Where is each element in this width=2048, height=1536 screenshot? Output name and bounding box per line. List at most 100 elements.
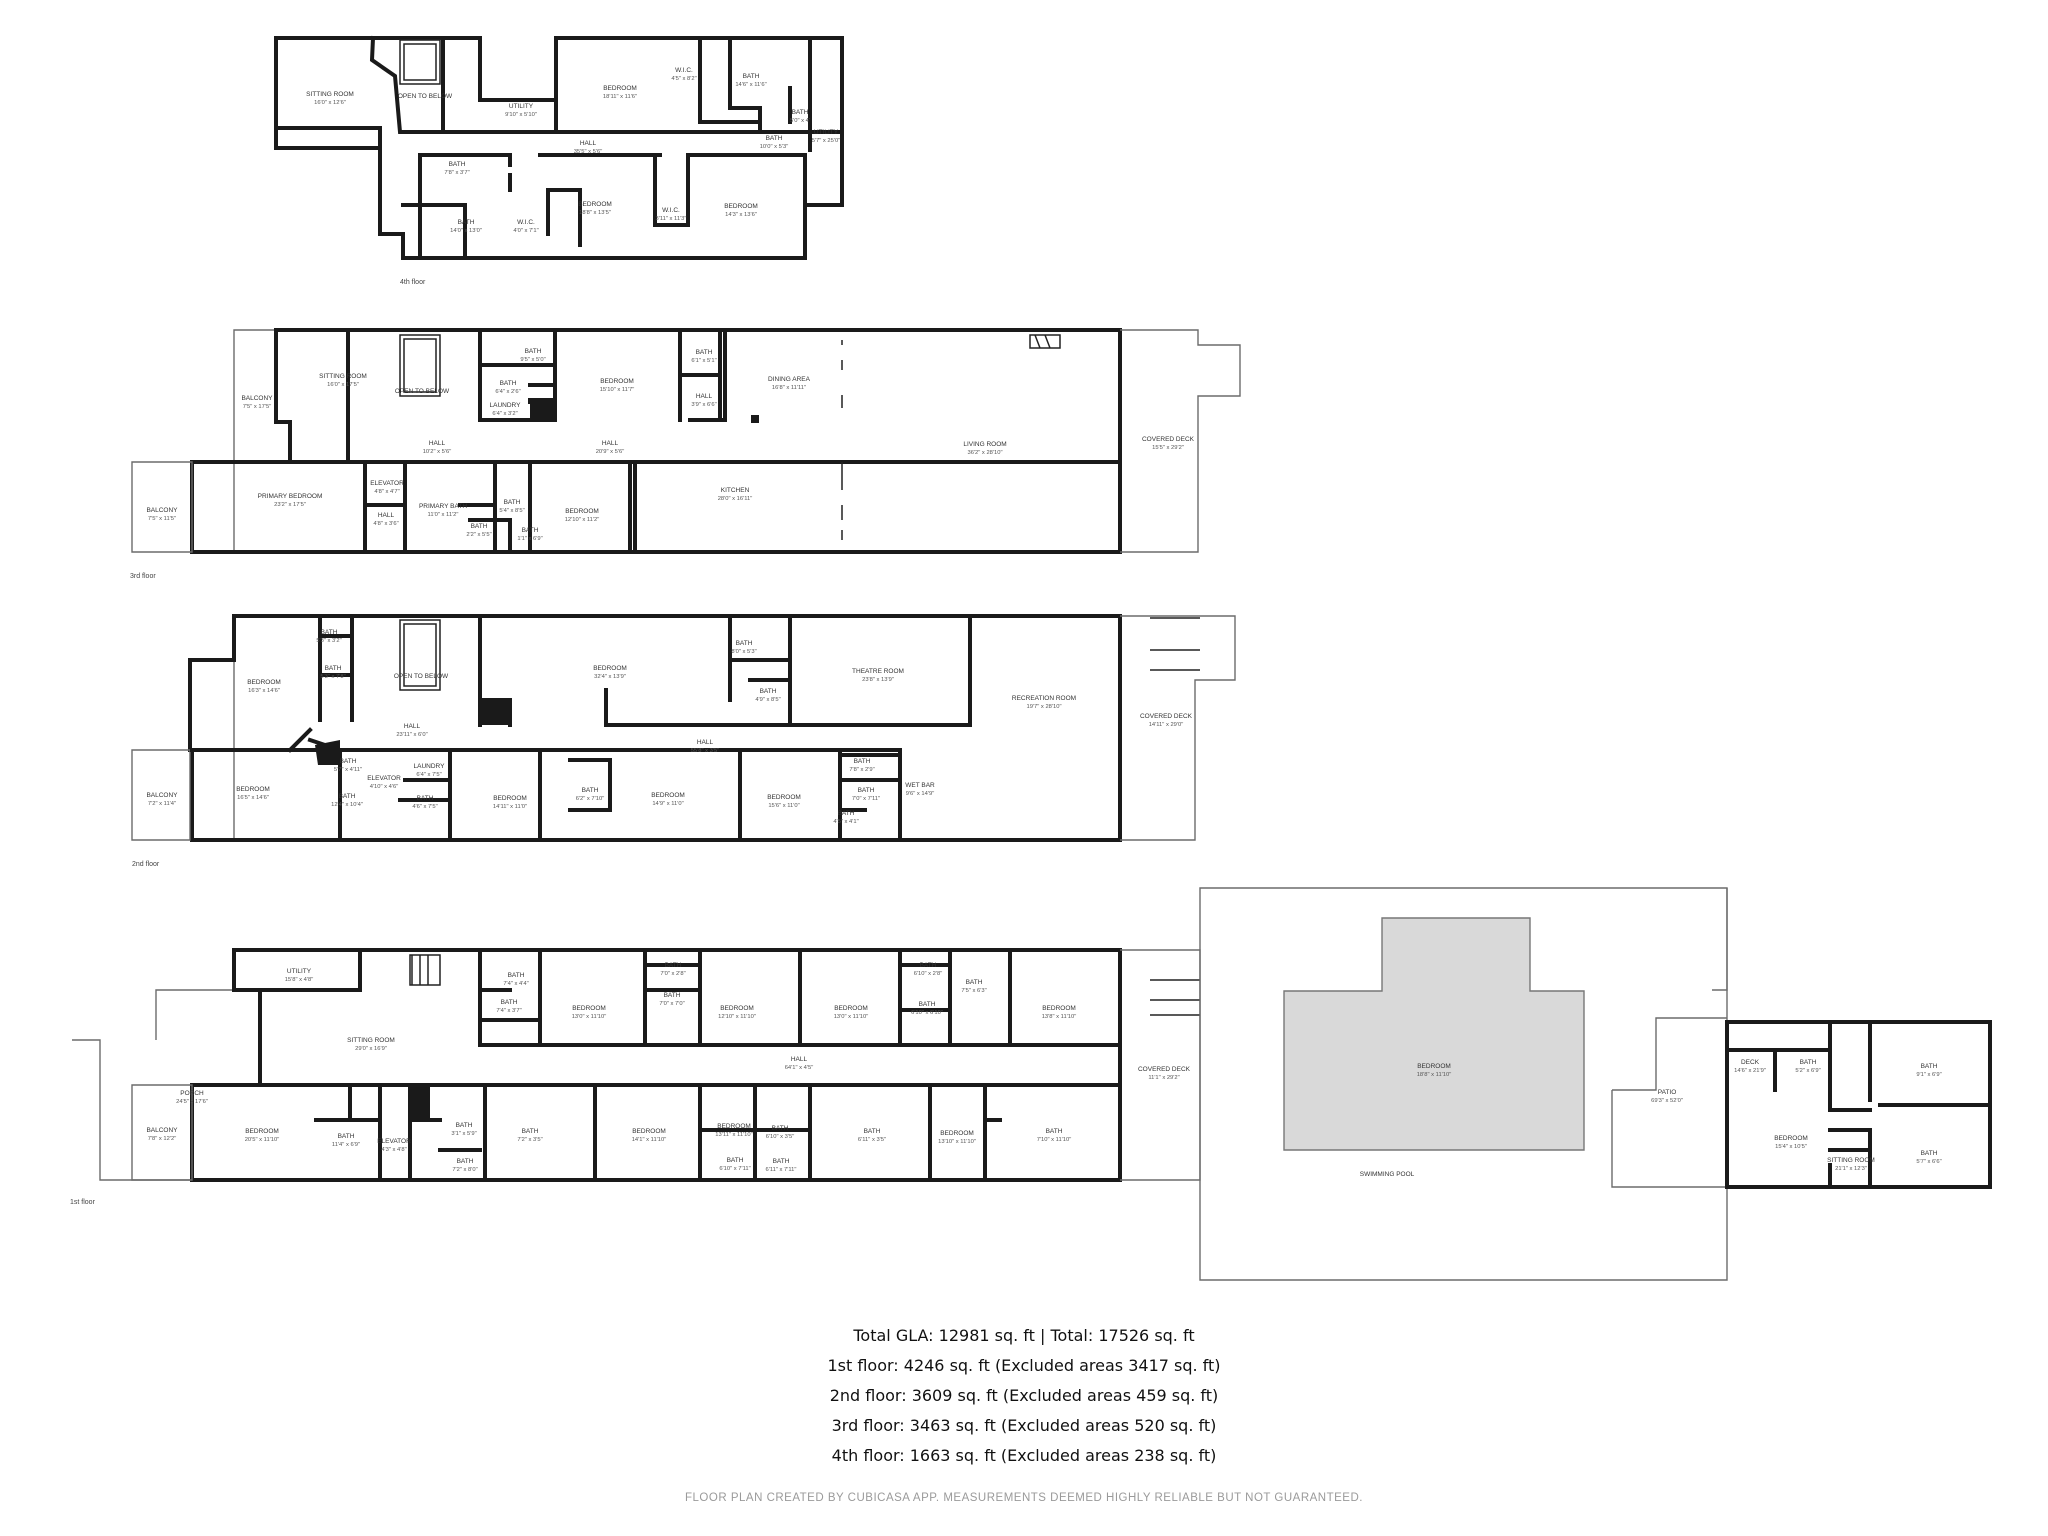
room-dimensions: 1'1" x 6'9" (517, 536, 542, 542)
room-dimensions: 3'9" x 6'6" (691, 402, 716, 408)
room-dimensions: 14'1" x 11'10" (632, 1137, 667, 1143)
room-1st-swimming-pool-32: SWIMMING POOL (1360, 1171, 1415, 1178)
room-name: BATH (743, 73, 760, 80)
room-dimensions: 6'4" x 2'6" (495, 389, 520, 395)
room-name: SITTING ROOM (1827, 1157, 1875, 1164)
room-dimensions: 14'11" x 11'0" (493, 804, 527, 810)
room-name: BATH (504, 499, 521, 506)
room-name: HALL (580, 140, 597, 147)
room-name: BATH (766, 135, 783, 142)
room-dimensions: 15'10" x 11'7" (600, 387, 635, 393)
room-name: BATH (864, 1128, 881, 1135)
floor-4th-plan (274, 35, 844, 260)
area-summary-2nd: 2nd floor: 3609 sq. ft (Excluded areas 4… (829, 1386, 1219, 1405)
room-dimensions: 7'8" x 2'9" (849, 767, 874, 773)
room-name: BEDROOM (1774, 1135, 1808, 1142)
room-dimensions: 5'3" x 3'2" (316, 638, 341, 644)
room-dimensions: 20'9" x 5'6" (596, 449, 625, 455)
room-name: BATH (772, 1125, 789, 1132)
room-name: W.I.C. (662, 207, 680, 214)
room-name: SITTING ROOM (347, 1037, 395, 1044)
room-name: KITCHEN (721, 487, 750, 494)
room-name: LIVING ROOM (963, 441, 1006, 448)
room-name: DECK (1741, 1059, 1760, 1066)
room-name: BATH (838, 810, 855, 817)
room-dimensions: 14'3" x 13'6" (725, 212, 757, 218)
area-summary-3rd: 3rd floor: 3463 sq. ft (Excluded areas 5… (831, 1416, 1217, 1435)
room-name: BATH (736, 640, 753, 647)
room-name: PRIMARY BEDROOM (258, 493, 323, 500)
room-dimensions: 4'8" x 3'6" (373, 521, 398, 527)
room-name: BEDROOM (651, 792, 685, 799)
floor-label-4th: 4th floor (400, 279, 426, 286)
room-name: BATH (966, 979, 983, 986)
room-name: BATH (456, 1122, 473, 1129)
room-dimensions: 7'0" x 2'8" (660, 971, 685, 977)
room-dimensions: 5'7" x 4'11" (334, 767, 362, 773)
room-name: BATH (508, 972, 525, 979)
room-dimensions: 14'9" x 11'0" (652, 801, 683, 807)
room-dimensions: 32'4" x 13'9" (594, 674, 626, 680)
room-dimensions: 16'0" x 17'5" (327, 382, 359, 388)
room-dimensions: 4'6" x 7'5" (412, 804, 437, 810)
room-dimensions: 4'9" x 8'5" (755, 697, 780, 703)
room-dimensions: 9'1" x 6'9" (1916, 1072, 1941, 1078)
room-dimensions: 14'0" x 13'0" (450, 228, 482, 234)
room-4th-hall-8: HALL 35'5" x 5'6" (574, 140, 603, 155)
room-name: BEDROOM (1417, 1063, 1451, 1070)
room-dimensions: 6'11" x 7'11" (766, 1167, 797, 1173)
room-dimensions: 7'2" x 11'4" (148, 801, 176, 807)
room-name: BALCONY (146, 507, 178, 514)
room-dimensions: 4'8" x 4'7" (374, 489, 399, 495)
room-name: BEDROOM (572, 1005, 606, 1012)
room-dimensions: 7'0" x 7'11" (852, 796, 880, 802)
room-dimensions: 64'1" x 4'5" (785, 1065, 814, 1071)
room-4th-w-i-c-14: W.I.C.3'11" x 11'3" (656, 207, 687, 222)
room-name: COVERED DECK (1138, 1066, 1191, 1073)
room-dimensions: 6'10" x 6'10" (911, 1010, 943, 1016)
room-3rd-open-to-below-1: OPEN TO BELOW (395, 388, 450, 395)
room-dimensions: 35'5" x 5'6" (574, 149, 603, 155)
room-name: BATH (858, 787, 875, 794)
room-dimensions: 15'5" x 29'2" (1152, 445, 1184, 451)
room-dimensions: 13'0" x 11'10" (572, 1014, 607, 1020)
room-name: BATH (525, 348, 542, 355)
floor-label-2nd: 2nd floor (132, 861, 160, 868)
area-summary-1st: 1st floor: 4246 sq. ft (Excluded areas 3… (827, 1356, 1221, 1375)
room-4th-open-to-below-1: OPEN TO BELOW (398, 93, 453, 100)
room-name: BATH (340, 758, 357, 765)
